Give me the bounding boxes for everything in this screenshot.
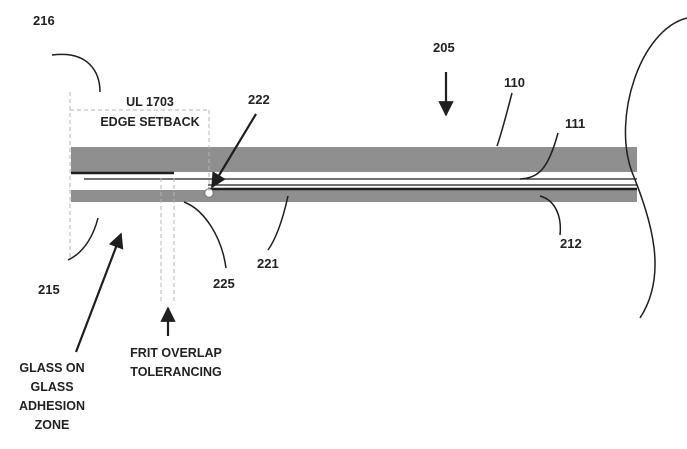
- setback-caption-line2: EDGE SETBACK: [100, 115, 199, 129]
- ref-111: 111: [565, 116, 585, 131]
- ref-222: 222: [248, 92, 270, 107]
- ref-215: 215: [38, 282, 60, 297]
- glass-caption-line3: ADHESION: [19, 399, 85, 413]
- ref-216: 216: [33, 13, 55, 28]
- leader-215: [68, 218, 98, 260]
- laminate-stack: [71, 147, 637, 202]
- ref-221: 221: [257, 256, 279, 271]
- arrows: [76, 72, 446, 352]
- glass-caption-line4: ZONE: [35, 418, 70, 432]
- captions: UL 1703 EDGE SETBACK FRIT OVERLAP TOLERA…: [19, 95, 222, 432]
- frit-caption-line1: FRIT OVERLAP: [130, 346, 222, 360]
- setback-caption-line1: UL 1703: [126, 95, 174, 109]
- ref-205: 205: [433, 40, 455, 55]
- ref-225: 225: [213, 276, 235, 291]
- leader-216: [52, 54, 100, 92]
- leader-221: [268, 196, 288, 250]
- arrow-glass-zone: [76, 234, 121, 352]
- frit-caption-line2: TOLERANCING: [130, 365, 221, 379]
- glass-caption-line1: GLASS ON: [19, 361, 84, 375]
- glass-caption-line2: GLASS: [30, 380, 73, 394]
- ref-212: 212: [560, 236, 582, 251]
- bottom-glass-layer: [71, 190, 637, 202]
- ref-110: 110: [504, 75, 525, 90]
- leader-110: [497, 93, 512, 146]
- leader-225: [184, 202, 226, 268]
